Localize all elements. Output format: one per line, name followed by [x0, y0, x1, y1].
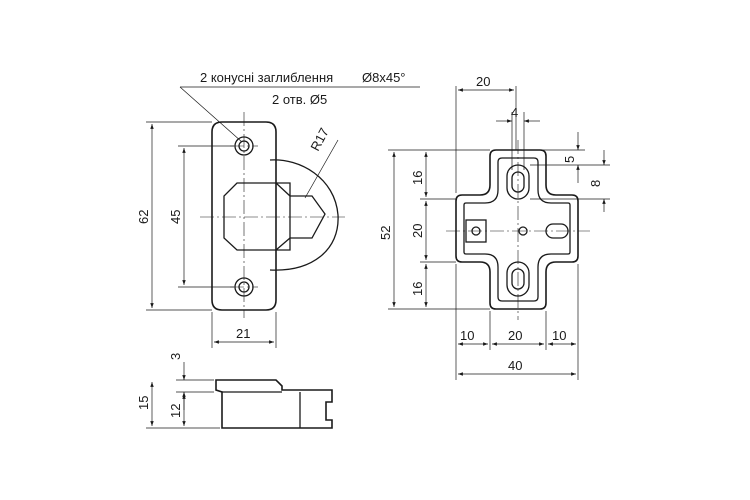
- recess-outline: [223, 182, 291, 251]
- plate-inner: [463, 157, 571, 302]
- dim-center-20: 20: [508, 328, 522, 343]
- dim-15: 15: [136, 396, 151, 410]
- dim-8: 8: [588, 180, 603, 187]
- dim-left-10: 10: [460, 328, 474, 343]
- recess-inner: [290, 195, 326, 239]
- dim-lower-16: 16: [410, 282, 425, 296]
- plate-outline: [211, 121, 277, 311]
- dim-top-20: 20: [476, 74, 490, 89]
- side-view: 3 15 12: [136, 353, 333, 429]
- cone-recess-label: 2 конусні заглиблення: [200, 70, 333, 85]
- holes-label: 2 отв. Ø5: [272, 92, 327, 107]
- dim-12: 12: [168, 404, 183, 418]
- dim-52: 52: [378, 226, 393, 240]
- dim-45: 45: [168, 210, 183, 224]
- dim-3: 3: [168, 353, 183, 360]
- dim-5: 5: [562, 156, 577, 163]
- side-profile: [215, 379, 333, 429]
- dim-21: 21: [236, 326, 250, 341]
- dim-mid-20: 20: [410, 224, 425, 238]
- dim-right-10: 10: [552, 328, 566, 343]
- cone-size-label: Ø8x45°: [362, 70, 406, 85]
- dim-40: 40: [508, 358, 522, 373]
- mounting-plate-view: 20 4 5 8 52 16 20 16 10: [378, 74, 610, 380]
- plate-body: [455, 149, 579, 310]
- top-hole: [230, 136, 258, 156]
- dim-4: 4: [511, 105, 518, 120]
- dim-upper-16: 16: [410, 171, 425, 185]
- bottom-hole: [230, 277, 258, 297]
- dim-62: 62: [136, 210, 151, 224]
- boss-outline: [269, 159, 339, 271]
- front-view: 2 конусні заглиблення Ø8x45° 2 отв. Ø5 R…: [136, 70, 420, 348]
- radius-label: R17: [307, 125, 331, 153]
